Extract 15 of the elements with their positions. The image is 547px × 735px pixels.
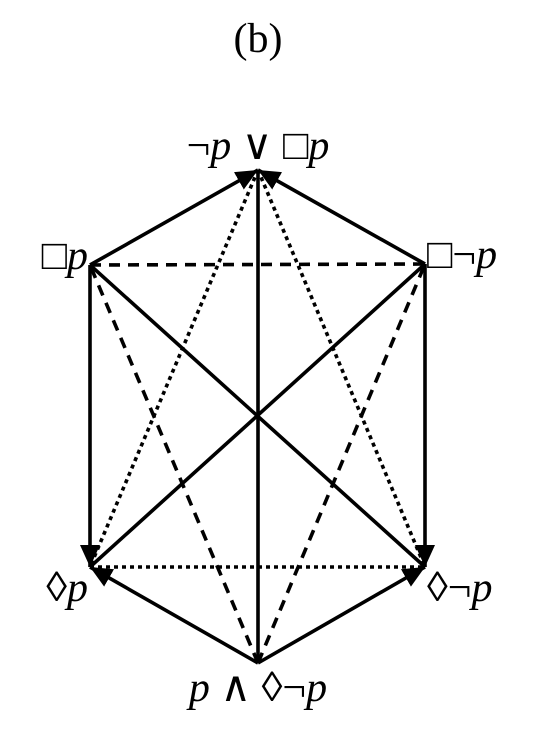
arrow [89,565,259,665]
formula-label: p ∧ ◊¬p [188,666,328,710]
panel-title: (b) [234,16,282,62]
arrow [257,565,426,665]
formula-label: ¬p ∨ □p [186,124,330,168]
formula-label: □p [42,234,88,278]
formula-label: ◊p [46,566,88,610]
formula-label: ◊¬p [427,566,492,610]
arrow [415,264,435,567]
formula-label: □¬p [427,232,498,278]
arrow [89,168,259,267]
dotted-line [90,565,425,569]
arrow [80,265,100,567]
arrow [257,168,426,266]
dashed-line [90,262,425,267]
